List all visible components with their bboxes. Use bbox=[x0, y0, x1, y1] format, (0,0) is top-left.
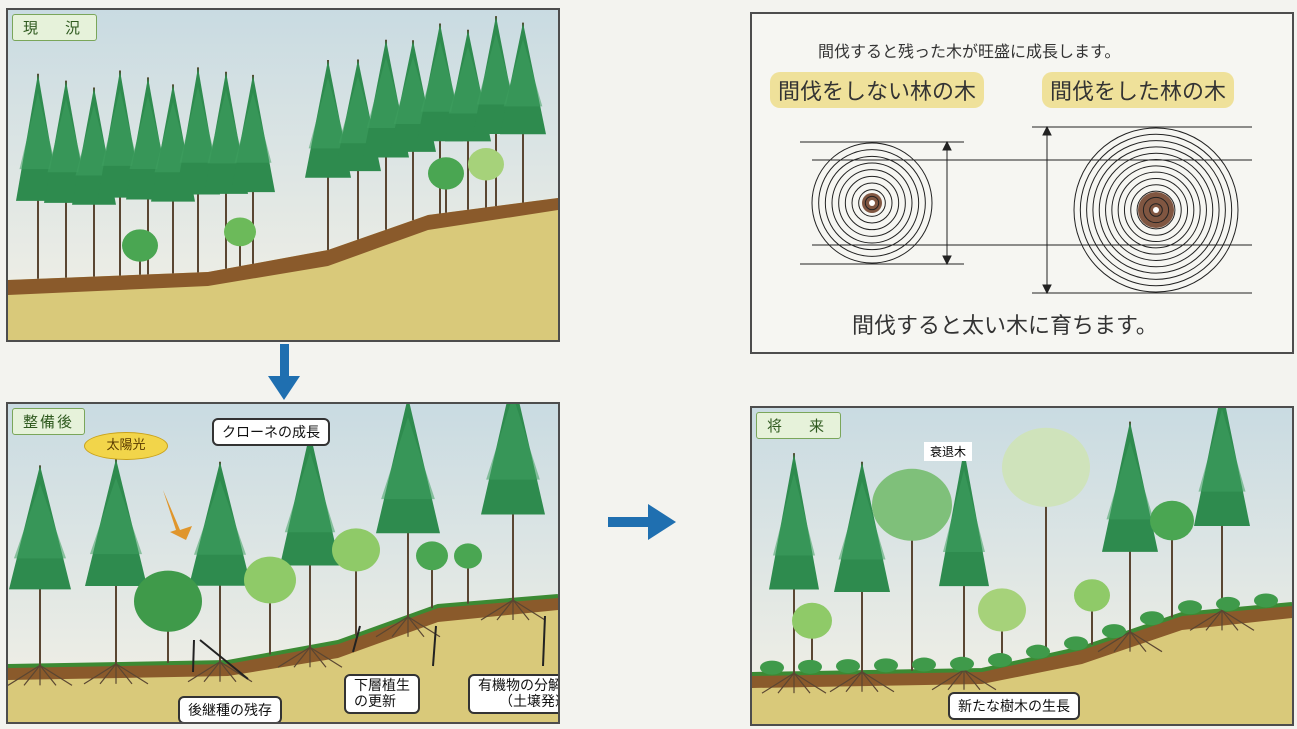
tree-roots bbox=[8, 664, 73, 686]
unthinned-rings bbox=[811, 142, 933, 264]
shrub bbox=[912, 657, 936, 672]
tree-roots bbox=[277, 646, 343, 668]
panel-future: 将 来 衰退木 新たな樹木の生長 bbox=[750, 406, 1294, 726]
understory-renewal-callout: 下層植生 の更新 bbox=[344, 674, 420, 714]
shrub bbox=[1102, 624, 1126, 639]
thinned-rings bbox=[1073, 127, 1239, 293]
shrub bbox=[950, 656, 974, 671]
tree-roots bbox=[829, 671, 895, 693]
broadleaf-tree bbox=[428, 157, 464, 213]
sunlight-label: 太陽光 bbox=[84, 432, 168, 460]
residual-species-callout: 後継種の残存 bbox=[178, 696, 282, 722]
tree-roots bbox=[187, 661, 253, 683]
tree-roots bbox=[83, 663, 149, 685]
conifer-tree bbox=[834, 461, 890, 672]
tree-roots bbox=[1097, 631, 1163, 653]
conifer-tree bbox=[481, 404, 545, 600]
panel-after-tag: 整備後 bbox=[12, 408, 86, 435]
panel-after: 整備後 太陽光 クローネの成長 後継種の残存 下層植生 の更新 有機物の分解促進… bbox=[6, 402, 560, 724]
right-arrow bbox=[608, 504, 676, 540]
panel-current-tag: 現 況 bbox=[12, 14, 98, 41]
conifer-tree bbox=[1194, 408, 1250, 611]
shrub bbox=[1254, 593, 1278, 608]
shrub bbox=[988, 653, 1012, 668]
forest-current-illustration bbox=[8, 10, 558, 340]
broadleaf-tree bbox=[244, 556, 296, 655]
tree-roots bbox=[761, 672, 827, 694]
broadleaf-tree bbox=[122, 229, 158, 275]
conifer-tree bbox=[305, 60, 351, 250]
forest-future-illustration bbox=[752, 408, 1292, 724]
broadleaf-tree bbox=[134, 570, 202, 663]
shrub bbox=[874, 658, 898, 673]
broadleaf-tree bbox=[224, 217, 256, 267]
down-arrow bbox=[268, 344, 300, 400]
tree-roots bbox=[931, 669, 997, 691]
conifer-tree bbox=[85, 458, 147, 664]
broadleaf-tree bbox=[872, 468, 952, 671]
decomposition-callout: 有機物の分解促進 （土壌発達） bbox=[468, 674, 558, 714]
shrub bbox=[1140, 611, 1164, 626]
broadleaf-tree bbox=[332, 528, 380, 636]
unthinned-tree-label: 間伐をしない林の木 bbox=[770, 72, 985, 108]
rings-heading: 間伐すると残った木が旺盛に成長します。 bbox=[818, 42, 1121, 61]
panel-rings: 間伐すると残った木が旺盛に成長します。 間伐をしない林の木 間伐をした林の木 間… bbox=[750, 12, 1294, 354]
conifer-tree bbox=[769, 453, 819, 674]
growth-rings-diagram bbox=[800, 125, 1252, 295]
shrub bbox=[798, 659, 822, 674]
crown-growth-callout: クローネの成長 bbox=[212, 418, 330, 446]
shrub bbox=[1064, 636, 1088, 651]
new-growth-callout: 新たな樹木の生長 bbox=[948, 692, 1080, 720]
broadleaf-tree bbox=[1074, 579, 1110, 645]
broadleaf-tree bbox=[454, 543, 482, 604]
tree-roots bbox=[480, 599, 546, 621]
shrub bbox=[836, 659, 860, 674]
shrub bbox=[1178, 600, 1202, 615]
conifer-tree bbox=[500, 22, 546, 203]
tree-roots bbox=[1189, 609, 1255, 631]
panel-future-tag: 将 来 bbox=[756, 412, 842, 439]
shrub bbox=[760, 660, 784, 675]
conifer-tree bbox=[1102, 421, 1158, 632]
conifer-tree bbox=[189, 461, 251, 662]
conifer-tree bbox=[939, 449, 989, 670]
conifer-tree bbox=[280, 432, 340, 648]
tree-roots bbox=[375, 616, 441, 638]
rings-footer: 間伐すると太い木に育ちます。 bbox=[852, 314, 1158, 339]
conifer-tree bbox=[376, 404, 440, 617]
shrub bbox=[1026, 644, 1050, 659]
conifer-tree bbox=[9, 465, 71, 666]
broadleaf-tree bbox=[468, 148, 504, 208]
broadleaf-tree bbox=[1150, 500, 1194, 618]
shrub bbox=[1216, 596, 1240, 611]
declining-tree-label: 衰退木 bbox=[924, 442, 973, 461]
thinned-tree-label: 間伐をした林の木 bbox=[1042, 72, 1235, 108]
declining-tree bbox=[1002, 427, 1090, 656]
broadleaf-tree bbox=[416, 541, 448, 609]
panel-current: 現 況 bbox=[6, 8, 560, 342]
